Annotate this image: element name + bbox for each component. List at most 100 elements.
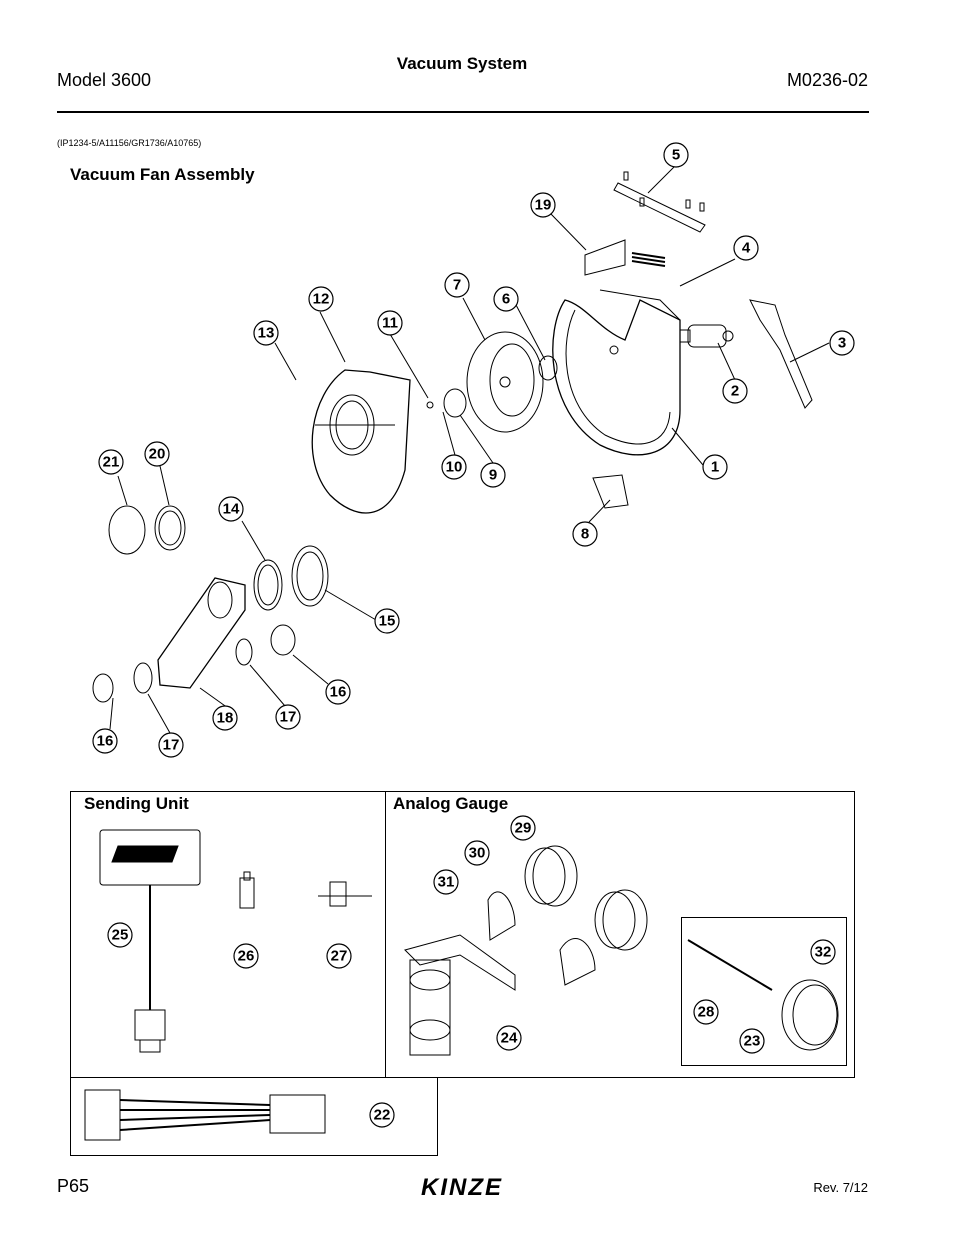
callout-17-left: 17 xyxy=(158,732,184,758)
svg-text:4: 4 xyxy=(742,240,751,257)
fan-housing-drawing xyxy=(552,289,681,456)
callout-22: 22 xyxy=(369,1102,395,1128)
callout-2: 2 xyxy=(722,378,748,404)
section-title-analog-gauge: Analog Gauge xyxy=(393,794,509,813)
gauge-27-drawing xyxy=(524,845,578,907)
callout-31: 23 xyxy=(739,1028,765,1054)
svg-text:8: 8 xyxy=(581,526,589,543)
svg-text:17: 17 xyxy=(280,709,297,726)
gauge-second-drawing xyxy=(594,889,648,951)
svg-text:27: 27 xyxy=(331,948,348,965)
section-title-vacuum-fan: Vacuum Fan Assembly xyxy=(70,165,255,184)
revision-label: Rev. 7/12 xyxy=(813,1180,868,1195)
callout-14: 15 xyxy=(374,608,400,634)
washer-10-drawing xyxy=(426,401,434,409)
mount-26-drawing xyxy=(404,934,516,1056)
svg-text:12: 12 xyxy=(313,291,330,308)
harness-22-drawing xyxy=(84,1089,326,1141)
page-number: P65 xyxy=(57,1176,90,1196)
gasket-17-right-drawing xyxy=(235,638,253,666)
document-number: M0236-02 xyxy=(786,70,868,90)
analog-gauge-panel xyxy=(385,791,855,1078)
svg-text:19: 19 xyxy=(535,197,552,214)
callout-13: 13 xyxy=(253,320,279,346)
svg-text:29: 29 xyxy=(515,820,532,837)
brand-logo-text: KINZE xyxy=(421,1174,503,1201)
tube-16-left-drawing xyxy=(92,673,114,703)
callout-17-right: 17 xyxy=(275,704,301,730)
svg-text:5: 5 xyxy=(672,147,680,164)
cover-20-drawing xyxy=(108,505,146,555)
svg-text:2: 2 xyxy=(731,383,739,400)
bracket-28-drawing xyxy=(487,891,516,941)
svg-text:15: 15 xyxy=(379,613,396,630)
impeller-drawing xyxy=(466,331,544,433)
manifold-18-drawing xyxy=(157,577,246,689)
callout-3: 3 xyxy=(829,330,855,356)
callout-29: 31 xyxy=(433,869,459,895)
svg-text:21: 21 xyxy=(103,454,120,471)
callout-10: 10 xyxy=(441,454,467,480)
svg-text:25: 25 xyxy=(112,927,129,944)
svg-text:24: 24 xyxy=(501,1030,518,1047)
callout-21: 19 xyxy=(530,192,556,218)
callout-32: 32 xyxy=(810,939,836,965)
svg-text:3: 3 xyxy=(838,335,846,352)
svg-text:6: 6 xyxy=(502,291,510,308)
svg-text:9: 9 xyxy=(489,467,497,484)
callout-25: 27 xyxy=(326,943,352,969)
svg-text:17: 17 xyxy=(163,737,180,754)
svg-text:16: 16 xyxy=(97,733,114,750)
callouts: 5 19 4 7 12 6 11 13 3 2 20 21 10 9 1 14 … xyxy=(92,142,855,1128)
model-label: Model 3600 xyxy=(57,70,152,90)
callout-6: 6 xyxy=(493,286,519,312)
svg-text:30: 30 xyxy=(469,845,486,862)
cover-plate-drawing xyxy=(584,239,626,276)
callout-4: 4 xyxy=(733,235,759,261)
tube-16-right-drawing xyxy=(270,624,296,656)
screen-drawing xyxy=(631,252,666,267)
support-arm-drawing xyxy=(749,299,813,409)
gasket-19-drawing xyxy=(154,505,186,551)
fitting-25-drawing xyxy=(318,881,372,907)
back-housing-drawing xyxy=(311,369,411,514)
callout-30: 28 xyxy=(693,999,719,1025)
brand-logo: KINZE xyxy=(421,1174,503,1201)
hydraulic-motor-drawing xyxy=(679,324,734,348)
callout-26: 24 xyxy=(496,1025,522,1051)
line-30-drawing xyxy=(687,939,773,991)
callout-12: 12 xyxy=(308,286,334,312)
callout-27: 29 xyxy=(510,815,536,841)
plate-9-drawing xyxy=(443,388,467,418)
callout-7: 7 xyxy=(444,272,470,298)
header-rule xyxy=(57,111,869,113)
svg-text:32: 32 xyxy=(815,944,832,961)
gauge-kit-subpanel xyxy=(681,917,847,1066)
gasket-15-drawing xyxy=(253,559,283,611)
bracket-8-drawing xyxy=(592,474,629,509)
callout-11: 11 xyxy=(377,310,403,336)
callout-15: 14 xyxy=(218,496,244,522)
reference-codes: (IP1234-5/A11156/GR1736/A10765) xyxy=(57,138,202,148)
svg-text:31: 31 xyxy=(438,874,455,891)
svg-text:18: 18 xyxy=(217,710,234,727)
callout-16-right: 16 xyxy=(325,679,351,705)
svg-text:20: 20 xyxy=(149,446,166,463)
leader-lines xyxy=(109,165,830,734)
callout-16-left: 16 xyxy=(92,728,118,754)
svg-text:1: 1 xyxy=(711,459,719,476)
callout-20: 21 xyxy=(98,449,124,475)
callout-9: 9 xyxy=(480,462,506,488)
fitting-24-drawing xyxy=(239,871,255,909)
svg-text:28: 28 xyxy=(698,1004,715,1021)
callout-24: 26 xyxy=(233,943,259,969)
callout-28: 30 xyxy=(464,840,490,866)
gauge-31-drawing xyxy=(781,979,839,1051)
mount-bar-drawing xyxy=(613,182,706,233)
callout-8: 8 xyxy=(572,521,598,547)
section-title-sending-unit: Sending Unit xyxy=(84,794,189,813)
svg-text:14: 14 xyxy=(223,501,240,518)
svg-text:23: 23 xyxy=(744,1033,761,1050)
svg-text:26: 26 xyxy=(238,948,255,965)
callout-18: 18 xyxy=(212,705,238,731)
